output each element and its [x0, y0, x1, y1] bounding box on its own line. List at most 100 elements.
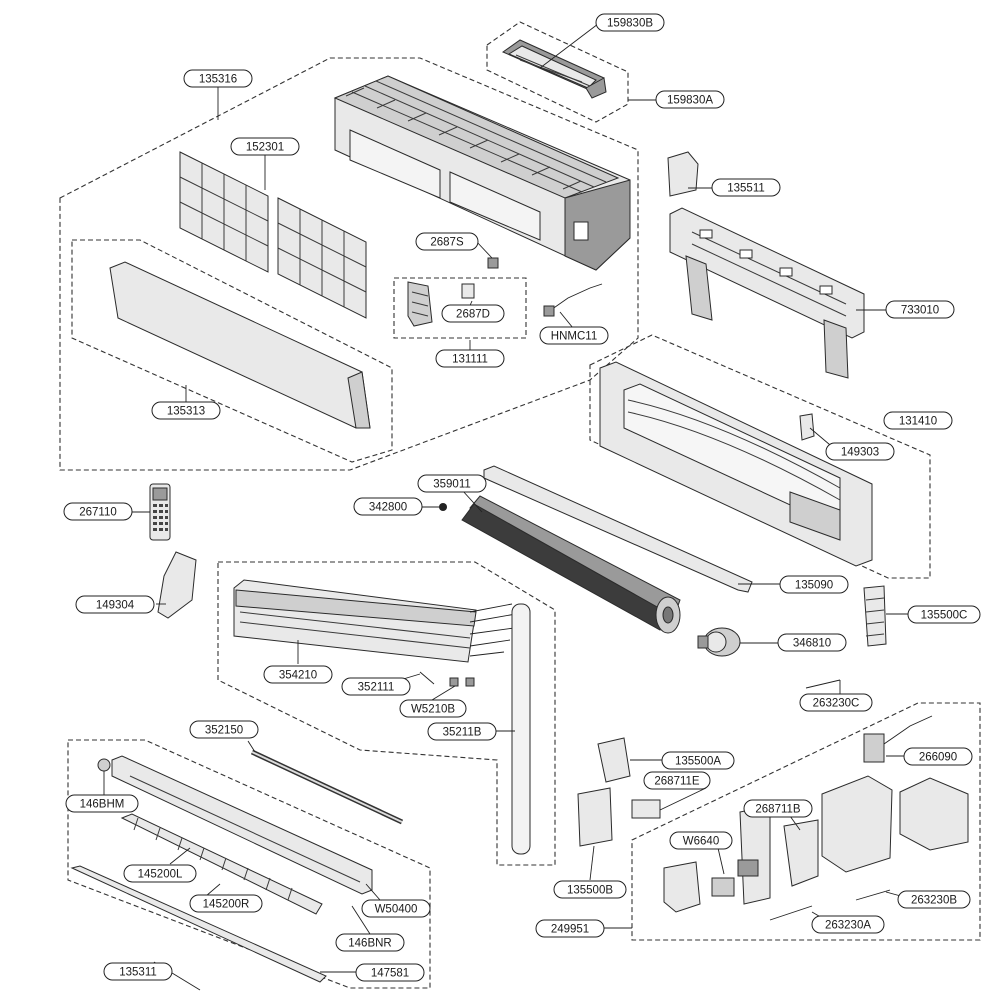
svg-text:2687D: 2687D	[456, 309, 490, 321]
svg-text:359011: 359011	[433, 479, 471, 491]
svg-text:146BNR: 146BNR	[348, 938, 391, 950]
svg-text:152301: 152301	[246, 142, 284, 154]
svg-text:267110: 267110	[79, 507, 117, 519]
label-146BHM: 146BHM	[65, 794, 139, 813]
svg-text:149304: 149304	[96, 600, 135, 612]
svg-text:268711B: 268711B	[755, 804, 801, 816]
svg-text:263230A: 263230A	[825, 920, 871, 932]
vane-motor-part	[501, 39, 607, 99]
display-assembly-part	[407, 281, 475, 327]
svg-text:147581: 147581	[371, 968, 409, 980]
svg-text:249951: 249951	[551, 924, 589, 936]
label-135316: 135316	[183, 69, 253, 88]
group-boundary-131111	[393, 277, 527, 339]
remote-control-part	[149, 483, 171, 541]
label-359011: 359011	[417, 474, 487, 493]
label-263230C: 263230C	[799, 693, 873, 712]
group-boundary-front-panel	[71, 239, 393, 463]
svg-text:146BHM: 146BHM	[80, 799, 125, 811]
svg-text:145200L: 145200L	[138, 869, 183, 881]
svg-text:135313: 135313	[167, 406, 205, 418]
svg-text:159830A: 159830A	[667, 95, 713, 107]
svg-text:352111: 352111	[358, 682, 395, 694]
svg-text:149303: 149303	[841, 447, 879, 459]
drain-pan-part	[97, 755, 373, 895]
label-352150: 352150	[189, 720, 259, 739]
svg-text:HNMC11: HNMC11	[551, 331, 597, 343]
label-135311: 135311	[103, 962, 173, 981]
svg-text:733010: 733010	[901, 305, 939, 317]
cable-part	[543, 283, 603, 317]
svg-text:145200R: 145200R	[203, 899, 250, 911]
label-249951: 249951	[535, 919, 605, 938]
svg-text:354210: 354210	[279, 670, 317, 682]
cross-flow-fan-part	[461, 495, 681, 634]
svg-text:W50400: W50400	[375, 904, 418, 916]
group-boundary-vane	[486, 21, 629, 123]
label-135500A: 135500A	[661, 751, 735, 770]
evaporator-part	[233, 579, 517, 663]
svg-text:352150: 352150	[205, 725, 243, 737]
label-W50400: W50400	[361, 899, 431, 918]
svg-text:135511: 135511	[727, 183, 765, 195]
group-boundary-chassis	[589, 334, 931, 579]
label-152301: 152301	[230, 137, 300, 156]
svg-text:W6640: W6640	[683, 836, 719, 848]
svg-text:135311: 135311	[119, 967, 157, 979]
label-HNMC11: HNMC11	[539, 326, 609, 345]
svg-text:263230C: 263230C	[813, 698, 860, 710]
label-135090: 135090	[779, 575, 849, 594]
label-149304: 149304	[75, 595, 155, 614]
pipe-part	[511, 603, 531, 855]
fitting-part	[419, 671, 475, 687]
svg-text:W5210B: W5210B	[411, 704, 455, 716]
label-W6640: W6640	[669, 831, 733, 850]
svg-text:35211B: 35211B	[443, 727, 482, 739]
label-352111: 352111	[341, 677, 411, 696]
control-box-parts	[577, 679, 969, 921]
label-263230B: 263230B	[897, 890, 971, 909]
svg-text:346810: 346810	[793, 638, 831, 650]
top-cover-part	[333, 75, 631, 271]
group-boundary-top-grille	[59, 57, 639, 471]
drain-hose-part	[250, 749, 404, 825]
svg-text:135500B: 135500B	[567, 885, 613, 897]
bracket-part	[667, 151, 699, 197]
svg-text:268711E: 268711E	[654, 776, 700, 788]
label-159830B: 159830B	[595, 13, 665, 32]
label-354210: 354210	[263, 665, 333, 684]
label-268711E: 268711E	[643, 771, 711, 790]
label-346810: 346810	[777, 633, 847, 652]
label-W5210B: W5210B	[399, 699, 467, 718]
label-266090: 266090	[903, 747, 973, 766]
svg-text:135316: 135316	[199, 74, 237, 86]
fan-motor-part	[697, 627, 741, 657]
sensor-holder-part	[487, 257, 499, 269]
label-145200R: 145200R	[189, 894, 263, 913]
label-268711B: 268711B	[743, 799, 813, 818]
svg-text:2687S: 2687S	[430, 237, 464, 249]
label-342800: 342800	[353, 497, 423, 516]
vane-blade-part	[70, 813, 327, 983]
label-135313: 135313	[151, 401, 221, 420]
label-131410: 131410	[883, 411, 953, 430]
label-135511: 135511	[711, 178, 781, 197]
label-131111: 131111	[435, 349, 505, 368]
svg-text:342800: 342800	[369, 502, 407, 514]
bearing-part	[439, 503, 447, 511]
side-grille-part	[863, 585, 887, 647]
chassis-part	[599, 361, 873, 567]
svg-text:135500C: 135500C	[921, 610, 968, 622]
label-35211B: 35211B	[427, 722, 497, 741]
label-2687S: 2687S	[415, 232, 479, 251]
callout-labels: 159830B 159830A 135316 152301 135511 268…	[63, 13, 981, 982]
group-boundary-control-box	[631, 702, 981, 941]
side-bracket-part	[157, 551, 197, 619]
front-panel-part	[109, 261, 371, 429]
svg-text:266090: 266090	[919, 752, 957, 764]
svg-text:131111: 131111	[452, 354, 488, 366]
air-filter-part	[179, 151, 367, 319]
label-263230A: 263230A	[811, 915, 885, 934]
svg-text:135090: 135090	[795, 580, 833, 592]
